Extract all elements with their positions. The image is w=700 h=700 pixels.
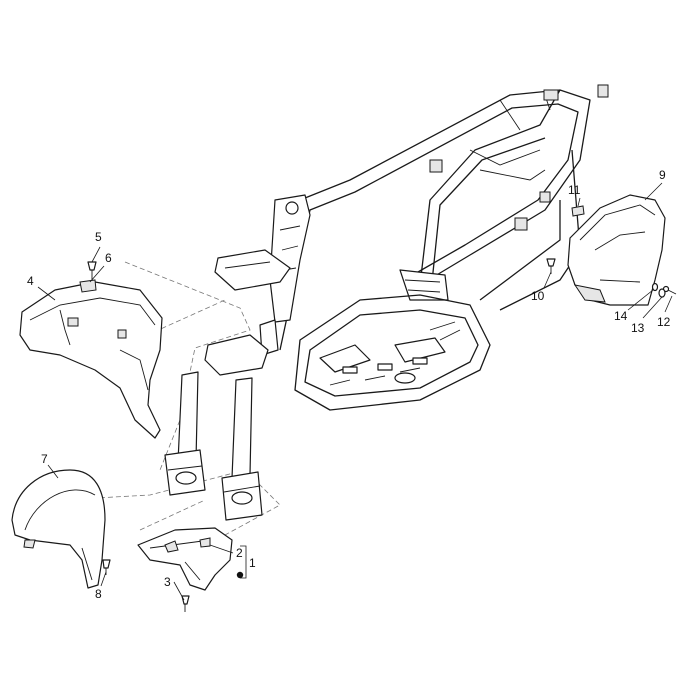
callout-12: 12	[657, 315, 671, 329]
part-7-front-mudguard	[11, 469, 106, 589]
front-fork	[164, 334, 269, 521]
callout-1: 1	[249, 556, 256, 570]
callout-10: 10	[531, 289, 545, 303]
callout-9: 9	[659, 168, 666, 182]
part-2-clip	[199, 537, 211, 548]
callout-labels: 1 2 3 4 5 6 7 8 9 10 11 12 13 14	[27, 168, 671, 601]
part-11-clip	[571, 205, 585, 217]
callout-5: 5	[95, 230, 102, 244]
callout-7: 7	[41, 452, 48, 466]
part-9-rear-mudguard	[567, 194, 666, 306]
callout-3: 3	[164, 575, 171, 589]
part-14-spacer	[651, 282, 659, 292]
callout-14: 14	[614, 309, 628, 323]
part-1-front-lower-fender	[137, 527, 233, 591]
callout-2: 2	[236, 546, 243, 560]
part-5-screw	[87, 261, 97, 280]
part-13-washer	[658, 288, 666, 298]
part-10-screw	[546, 258, 556, 274]
callout-4: 4	[27, 274, 34, 288]
main-frame	[214, 84, 609, 411]
callout-13: 13	[631, 321, 645, 335]
callout-11: 11	[568, 183, 581, 197]
part-8-screw	[102, 559, 111, 575]
part-3-screw	[181, 595, 190, 612]
assembly-dot	[236, 571, 244, 579]
callout-8: 8	[95, 587, 102, 601]
leader-lines	[37, 182, 673, 601]
part-4-inner-leg-shield	[19, 281, 163, 439]
part-6-clip	[79, 279, 97, 293]
callout-6: 6	[105, 251, 112, 265]
